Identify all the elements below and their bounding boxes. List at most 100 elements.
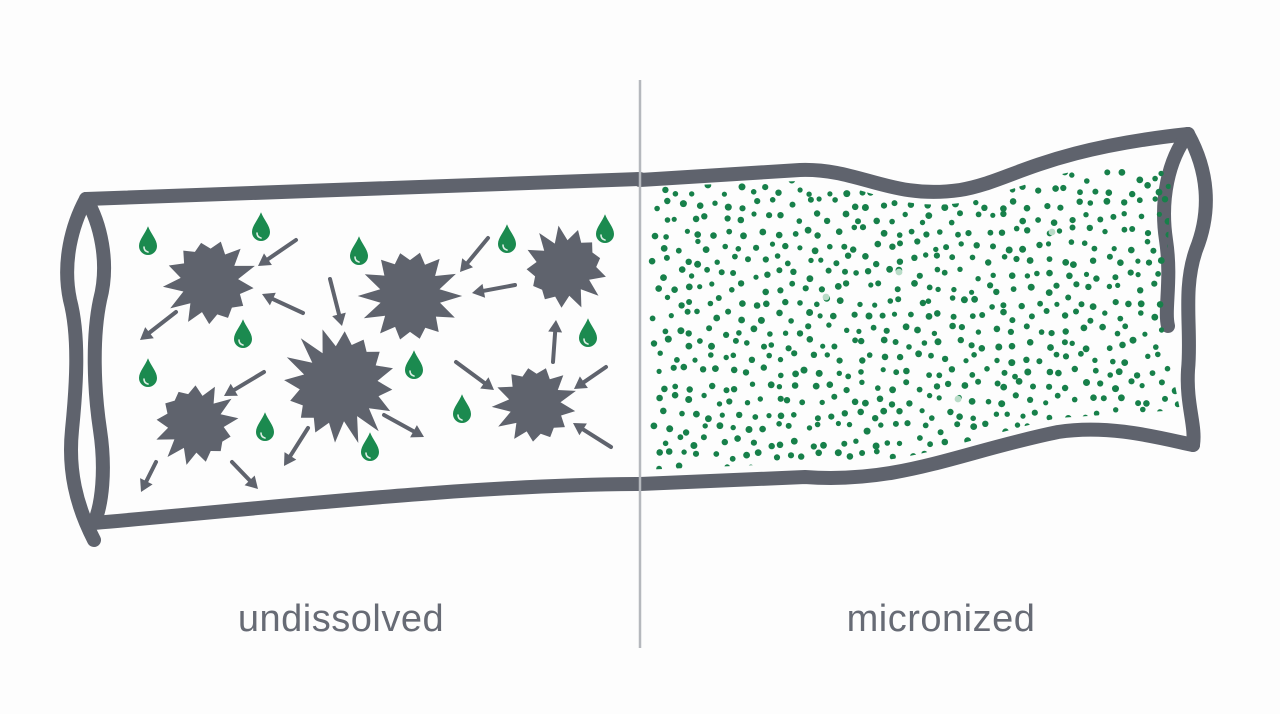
spiky-particle-icon	[284, 329, 393, 443]
micronized-dot	[777, 287, 784, 294]
micronized-dot	[1128, 413, 1136, 420]
micronized-dot	[1059, 454, 1065, 461]
micronized-dot	[699, 366, 707, 373]
micronized-dot	[1081, 240, 1088, 246]
micronized-dot	[705, 415, 712, 423]
inward-arrow-icon	[548, 320, 563, 364]
micronized-dot	[680, 363, 688, 371]
micronized-dot	[769, 197, 776, 203]
water-drop-icon	[405, 350, 423, 379]
label-micronized: micronized	[846, 598, 1036, 640]
micronized-dot	[1112, 385, 1119, 393]
micronized-dot	[1068, 450, 1075, 457]
micronized-dot	[657, 350, 663, 356]
micronized-dot	[1030, 383, 1036, 390]
micronized-dot	[784, 260, 791, 267]
micronized-dot	[744, 340, 750, 346]
micronized-dot	[805, 323, 812, 330]
micronized-dot	[968, 398, 976, 405]
micronized-dot	[762, 256, 769, 263]
micronized-dot	[870, 324, 877, 331]
micronized-dot	[724, 464, 730, 470]
micronized-dot	[1129, 226, 1136, 232]
micronized-dot	[908, 311, 914, 318]
micronized-dot	[700, 434, 707, 441]
micronized-dot	[813, 210, 821, 217]
micronized-dot	[1117, 259, 1124, 267]
micronized-dot	[845, 373, 852, 380]
micronized-dot	[702, 423, 708, 429]
micronized-dot	[678, 302, 685, 309]
spiky-particle-icon	[526, 225, 606, 308]
micronized-dot	[656, 449, 663, 456]
micronized-dot	[954, 421, 961, 428]
micronized-dot	[1112, 274, 1119, 281]
micronized-dot	[929, 415, 935, 421]
micronized-dot	[651, 232, 659, 240]
micronized-dot	[654, 205, 660, 212]
micronized-dot	[965, 230, 972, 237]
micronized-dot	[1160, 421, 1167, 428]
micronized-dot	[708, 352, 714, 358]
micronized-dot	[777, 356, 784, 363]
micronized-dot	[738, 183, 746, 191]
micronized-dot	[730, 424, 736, 431]
micronized-dot	[1087, 456, 1093, 463]
micronized-dot	[1018, 302, 1025, 310]
micronized-dot	[941, 204, 949, 211]
micronized-dot	[1129, 336, 1137, 344]
micronized-dot	[1127, 444, 1134, 450]
micronized-dot	[917, 435, 923, 441]
micronized-dot	[792, 370, 799, 378]
left-tube-top-wall	[79, 172, 647, 206]
micronized-dot	[750, 325, 758, 333]
micronized-dot	[671, 286, 678, 294]
micronized-dot	[859, 189, 866, 196]
micronized-dot	[835, 228, 843, 235]
micronized-dot	[941, 438, 949, 446]
micronized-dot	[726, 398, 733, 405]
micronized-dot	[775, 189, 782, 196]
micronized-dot	[895, 296, 902, 303]
micronized-dot	[1093, 275, 1100, 282]
micronized-dot	[955, 231, 961, 238]
micronized-dot	[857, 301, 863, 308]
micronized-dot	[796, 330, 804, 337]
micronized-dot	[1062, 328, 1069, 335]
micronized-dot	[1025, 450, 1032, 457]
micronized-dot	[896, 258, 904, 265]
micronized-dot	[777, 212, 784, 219]
micronized-dot	[841, 410, 848, 417]
micronized-dot	[985, 398, 992, 405]
micronized-dot	[767, 381, 775, 389]
micronized-dot	[736, 411, 743, 419]
micronized-dot	[668, 313, 674, 319]
micronized-dot	[851, 224, 858, 231]
micronized-dot	[769, 241, 776, 247]
micronized-dot	[798, 453, 805, 460]
micronized-dot	[749, 381, 756, 387]
micronized-dot	[736, 330, 742, 336]
micronized-dot	[1151, 280, 1158, 287]
micronized-dot	[721, 438, 728, 446]
micronized-dot	[1000, 302, 1007, 309]
micronized-dot	[958, 324, 966, 331]
micronized-dot	[666, 425, 674, 433]
micronized-dot	[719, 412, 725, 418]
micronized-dot	[722, 243, 728, 250]
micronized-dot	[880, 367, 886, 373]
micronized-dot	[685, 258, 692, 265]
left-tube-bottom-wall	[87, 477, 647, 530]
micronized-dot	[695, 238, 701, 245]
micronized-dot	[979, 312, 986, 318]
micronized-dot	[1008, 359, 1016, 367]
micronized-dot	[712, 200, 718, 206]
micronized-dot	[806, 309, 814, 316]
micronized-dot	[1008, 342, 1016, 350]
micronized-dot	[951, 286, 957, 293]
micronized-dot	[934, 338, 942, 346]
micronized-dot	[862, 252, 869, 260]
micronized-dot	[1121, 211, 1127, 217]
micronized-dot	[752, 414, 759, 420]
micronized-dot	[941, 355, 949, 363]
